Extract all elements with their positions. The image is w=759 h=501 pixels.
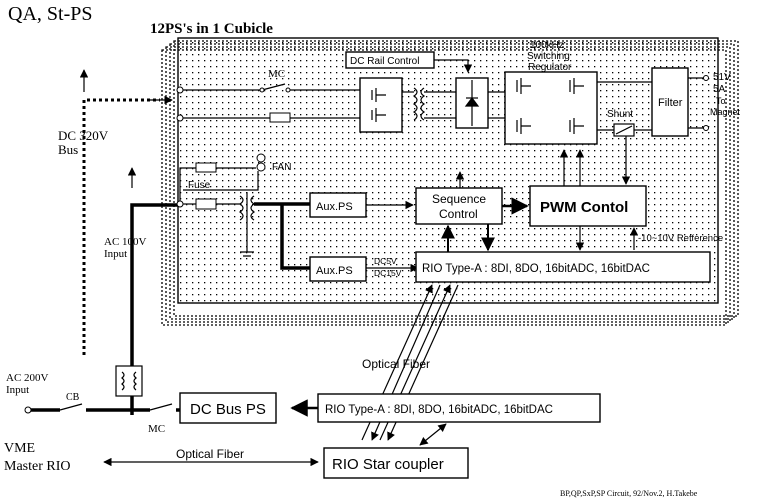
dc-bus-line <box>82 98 160 355</box>
cb-switch <box>59 403 83 411</box>
regulator-label-1: 100kHz <box>530 40 564 51</box>
ac200-label: AC 200V <box>6 372 49 384</box>
mc-switch-bottom <box>149 403 173 411</box>
rio-star-coupler-box <box>323 447 469 479</box>
optical-fiber-bottom-label: Optical Fiber <box>176 447 244 461</box>
aux-ps-box-1 <box>309 192 367 218</box>
to-magnet-label-1: To <box>716 96 726 106</box>
filter-box <box>651 67 689 137</box>
vme-label-2: Master RIO <box>4 459 71 474</box>
dc5v-label: DC5V <box>374 256 397 266</box>
aux-ps-label-2: Aux.PS <box>316 265 353 277</box>
mc-contactor-top <box>176 83 360 123</box>
pwm-label: PWM Contol <box>540 199 628 216</box>
transformer-top <box>402 87 456 121</box>
ac100-label-2: Input <box>104 248 127 260</box>
dc-bus-ps-box <box>179 392 277 424</box>
dc-bus-ps-label: DC Bus PS <box>190 401 266 418</box>
footer-credit: BP,QP,SxP,SP Circuit, 92/Nov.2, H.Takebe <box>560 489 698 498</box>
sequence-label-2: Control <box>439 207 478 221</box>
optical-fiber-label: Optical Fiber <box>362 357 430 371</box>
pwm-control-box <box>529 185 647 227</box>
shunt-label: Shunt <box>607 109 633 120</box>
page-title: QA, St-PS <box>8 3 92 25</box>
aux-ps-box-2 <box>309 256 367 282</box>
aux-ps-label-1: Aux.PS <box>316 201 353 213</box>
fan-label: FAN <box>272 162 291 173</box>
output-voltage: 51V <box>713 72 731 83</box>
rio-type-a-cubicle <box>415 251 711 283</box>
fuse <box>195 198 217 210</box>
transformer-aux <box>238 192 256 257</box>
mc-bottom-label: MC <box>148 423 165 435</box>
fuse-label: Fuse <box>188 180 211 191</box>
sequence-control-box <box>415 187 503 225</box>
rio-type-a-lower <box>317 393 601 423</box>
regulator-label-2: Switching <box>527 51 570 62</box>
dc-bus-label-2: Bus <box>58 142 78 157</box>
ac100-line <box>130 203 178 415</box>
output-current: 5A <box>713 84 726 95</box>
ac200-label-2: Input <box>6 384 29 396</box>
ac100-label: AC 100V <box>104 236 147 248</box>
rectifier-box <box>359 77 403 133</box>
vme-label: VME <box>4 441 35 456</box>
dc-bus-label: DC 320V <box>58 128 109 143</box>
to-magnet-label-2: Magnet <box>710 107 741 117</box>
switching-regulator-box <box>504 71 598 145</box>
fan-branch <box>176 153 266 208</box>
reference-label: -10~10V Refference <box>638 233 723 244</box>
cb-label: CB <box>66 392 80 403</box>
rio-type-a-cubicle-label: RIO Type-A : 8DI, 8DO, 16bitADC, 16bitDA… <box>422 263 650 275</box>
dc-rail-control-label: DC Rail Control <box>350 56 419 67</box>
dc15v-label: DC15V <box>374 268 402 278</box>
sequence-label-1: Sequence <box>432 192 486 206</box>
mc-top-label: MC <box>268 68 285 80</box>
cubicle-title: 12PS's in 1 Cubicle <box>150 21 273 37</box>
isolation-transformer <box>115 365 143 397</box>
regulator-label-3: Regulator <box>528 62 572 73</box>
rio-type-a-lower-label: RIO Type-A : 8DI, 8DO, 16bitADC, 16bitDA… <box>325 404 553 416</box>
rio-star-coupler-label: RIO Star coupler <box>332 456 444 473</box>
filter-label: Filter <box>658 97 683 109</box>
